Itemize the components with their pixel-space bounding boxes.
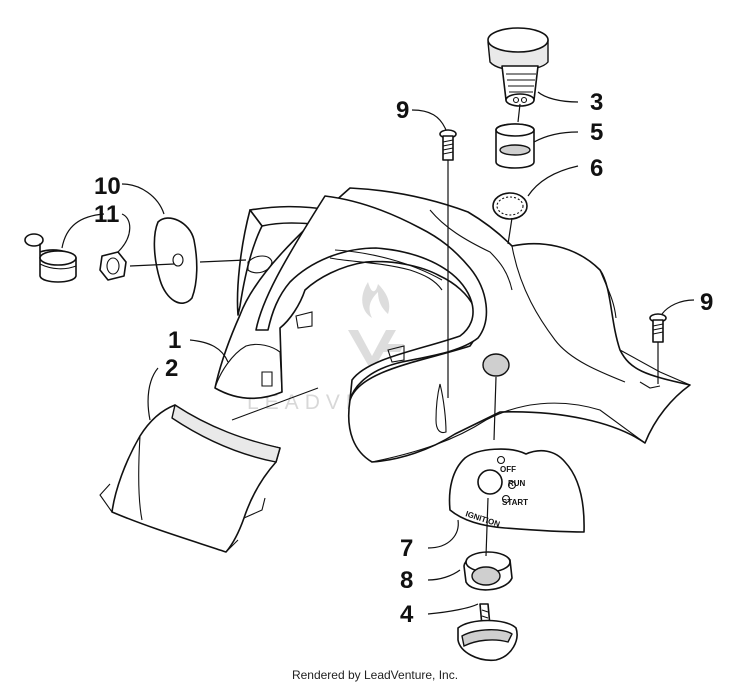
callout-6: 6 (590, 155, 603, 182)
ignition-decal-part-7: OFF RUN START IGNITION (448, 448, 585, 533)
ring-washer-part-6 (492, 192, 528, 220)
callout-5: 5 (590, 119, 603, 146)
callout-labels: 3 5 6 9 9 10 11 1 2 7 8 4 (94, 89, 713, 628)
ignition-nut-part-8 (463, 551, 513, 591)
footer-credit: Rendered by LeadVenture, Inc. (291, 668, 459, 682)
callout-4: 4 (400, 601, 414, 628)
gasket-plate-part-10 (153, 217, 198, 304)
callout-7: 7 (400, 535, 413, 562)
retainer-sleeve-part-5 (495, 123, 535, 169)
callout-2: 2 (165, 355, 178, 382)
callout-3: 3 (590, 89, 603, 116)
callout-9-upper: 9 (396, 97, 409, 124)
callout-1: 1 (168, 327, 181, 354)
lower-cover-part-2 (99, 387, 319, 553)
callout-8: 8 (400, 567, 413, 594)
plate-label-run: RUN (508, 479, 526, 488)
leader-lines (61, 91, 695, 615)
ignition-key-part-4 (457, 603, 518, 662)
console-body-part-1 (214, 187, 691, 463)
callout-10: 10 (94, 173, 121, 200)
accessory-plug-part-11 (24, 233, 77, 283)
nut-part-11 (99, 251, 127, 281)
screw-part-9-upper (439, 129, 457, 161)
callout-9-right: 9 (700, 289, 713, 316)
plate-label-off: OFF (500, 465, 516, 474)
callout-11: 11 (94, 201, 119, 228)
switch-housing-part-3 (487, 27, 549, 107)
screw-part-9-right (649, 313, 667, 343)
plate-label-start: START (502, 498, 528, 507)
